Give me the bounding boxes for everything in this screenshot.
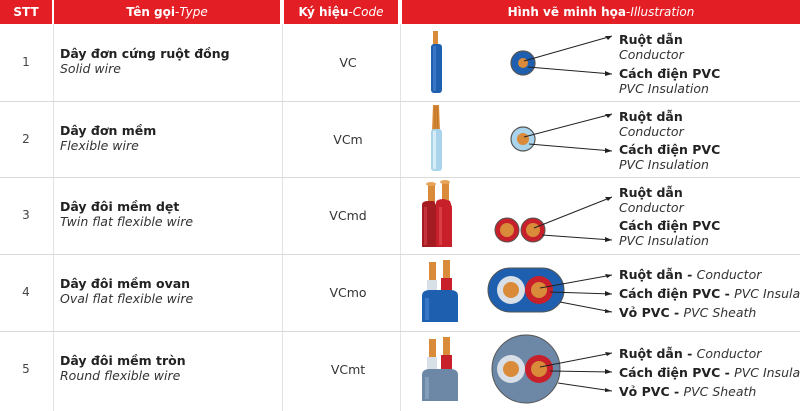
header-code: Ký hiệu - Code — [284, 0, 398, 24]
wire-name: Dây đôi mềm ovan Oval flat flexible wire — [60, 276, 194, 306]
wire-name: Dây đơn cứng ruột đồng Solid wire — [60, 46, 230, 76]
table-row: 2 Dây đơn mềm Flexible wire VCm Ruột dẫn… — [0, 101, 800, 177]
oval-flat-wire-illustration — [422, 260, 613, 322]
wire-name: Dây đơn mềm Flexible wire — [60, 123, 157, 153]
conductor-label: Ruột dẫn Conductor — [619, 185, 684, 215]
flexible-wire-illustration — [431, 105, 613, 171]
header-stt: STT — [0, 0, 52, 24]
insulation-label: Cách điện PVC PVC Insulation — [619, 142, 721, 172]
insulation-label: Cách điện PVC - PVC Insulation — [619, 365, 800, 380]
solid-wire-illustration — [431, 31, 613, 93]
conductor-label: Ruột dẫn Conductor — [619, 32, 684, 62]
wire-code: VCmo — [329, 285, 367, 300]
row-number: 4 — [22, 285, 30, 299]
row-divider — [0, 254, 800, 255]
row-number: 3 — [22, 208, 30, 222]
conductor-label: Ruột dẫn - Conductor — [619, 267, 762, 282]
insulation-label: Cách điện PVC PVC Insulation — [619, 218, 721, 248]
wire-code: VCm — [333, 132, 363, 147]
wire-name: Dây đôi mềm dẹt Twin flat flexible wire — [60, 199, 194, 229]
round-flexible-wire-illustration — [422, 334, 613, 404]
row-divider — [0, 177, 800, 178]
row-number: 1 — [22, 55, 30, 69]
column-divider — [53, 24, 54, 411]
table-row: 1 Dây đơn cứng ruột đồng Solid wire VC R… — [0, 24, 800, 101]
insulation-label: Cách điện PVC - PVC Insulation — [619, 286, 800, 301]
row-number: 2 — [22, 132, 30, 146]
table-row: 3 Dây đôi mềm dẹt Twin flat flexible wir… — [0, 177, 800, 254]
column-divider — [282, 24, 283, 411]
header-type: Tên gọi - Type — [54, 0, 280, 24]
wire-code: VCmd — [329, 208, 367, 223]
twin-flat-wire-illustration — [422, 180, 613, 247]
row-number: 5 — [22, 362, 30, 376]
header-illustration: Hình vẽ minh họa - Illustration — [402, 0, 800, 24]
conductor-label: Ruột dẫn Conductor — [619, 109, 684, 139]
insulation-label: Cách điện PVC PVC Insulation — [619, 66, 721, 96]
sheath-label: Vỏ PVC - PVC Sheath — [619, 305, 757, 320]
wire-name: Dây đôi mềm tròn Round flexible wire — [60, 353, 186, 383]
table-row: 5 Dây đôi mềm tròn Round flexible wire V… — [0, 331, 800, 411]
column-divider — [400, 24, 401, 411]
wire-code: VC — [339, 55, 357, 70]
conductor-label: Ruột dẫn - Conductor — [619, 346, 762, 361]
row-divider — [0, 331, 800, 332]
table-row: 4 Dây đôi mềm ovan Oval flat flexible wi… — [0, 254, 800, 331]
wire-code: VCmt — [330, 362, 366, 377]
sheath-label: Vỏ PVC - PVC Sheath — [619, 384, 757, 399]
row-divider — [0, 101, 800, 102]
